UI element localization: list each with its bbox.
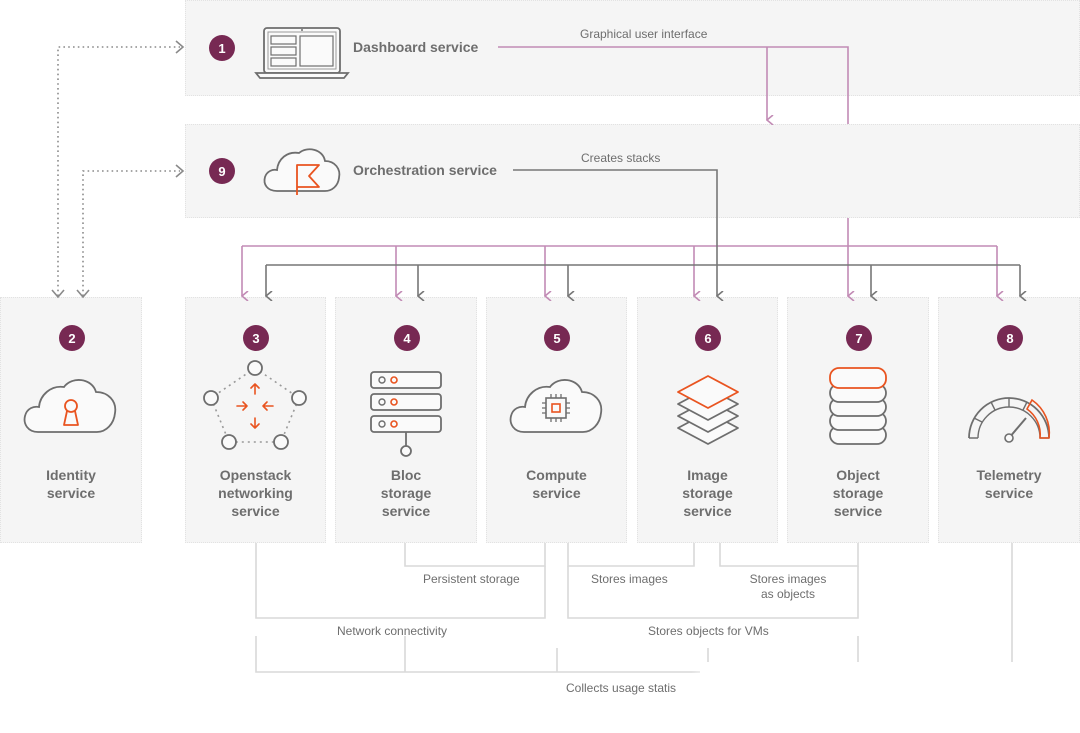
stores-images-label: Stores images [591,572,668,586]
service-label: Bloc storage service [380,467,432,519]
purple-connector-lines [242,46,997,296]
dashboard-number-badge: 1 [209,35,235,61]
fade-overlay [690,662,750,702]
service-label: Compute service [526,467,587,501]
stores-images-as-objects-label: Stores images as objects [749,572,827,601]
cloud-chip-icon [509,379,603,433]
orchestration-service-title: Orchestration service [353,162,497,178]
stacked-discs-icon [829,367,887,445]
orchestration-number-badge: 9 [209,158,235,184]
identity-dotted-arrowheads [51,40,185,299]
service-number-badge: 7 [846,325,872,351]
service-number-badge: 5 [544,325,570,351]
service-number-badge: 2 [59,325,85,351]
stacked-layers-icon [677,375,739,445]
server-rack-icon [370,371,442,457]
telemetry-service-card: 8 Telemetry service [938,297,1080,543]
service-number-badge: 8 [997,325,1023,351]
service-label: Telemetry service [976,467,1042,501]
gray-connector-lines [266,169,1020,296]
laptop-icon [254,27,350,79]
persistent-storage-label: Persistent storage [423,572,520,586]
service-number-badge: 6 [695,325,721,351]
identity-dotted-links [57,46,180,296]
service-number-badge: 3 [243,325,269,351]
graphical-ui-label: Graphical user interface [580,27,708,41]
cloud-keyhole-icon [23,379,117,433]
stores-objects-for-vms-label: Stores objects for VMs [648,624,769,638]
service-label: Object storage service [832,467,884,519]
bloc-storage-service-card: 4 Bloc storage service [335,297,477,543]
network-connectivity-label: Network connectivity [337,624,448,638]
network-pentagon-icon [203,360,307,450]
gauge-icon [968,397,1051,443]
service-number-badge: 4 [394,325,420,351]
relation-brackets [255,543,1013,673]
service-label: Identity service [46,467,96,501]
service-label: Image storage service [682,467,733,519]
collects-usage-label: Collects usage statis [566,681,677,695]
service-label: Openstack networking service [218,467,293,519]
creates-stacks-label: Creates stacks [581,151,661,165]
cloud-flag-icon [263,148,341,195]
dashboard-service-title: Dashboard service [353,39,479,55]
